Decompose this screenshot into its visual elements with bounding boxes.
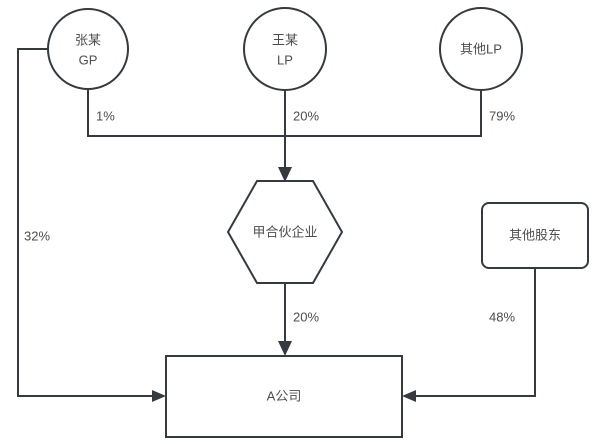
node-wang-lp-label-line2: LP [277,52,293,67]
edge-label-partnership-to-company: 20% [293,309,319,324]
node-company-a-label: A公司 [267,388,302,403]
node-zhang-gp-label-line2: GP [79,52,98,67]
edge-label-zhang-to-partnership: 1% [96,108,115,123]
node-company-a[interactable] [165,355,403,438]
edge-zhang-to-company-line [17,48,160,397]
node-partnership[interactable] [226,180,344,284]
edge-zhang-to-company-arrowhead [152,390,166,402]
edge-label-othershareholders-to-company: 48% [489,309,515,324]
node-wang-lp[interactable] [243,7,327,91]
node-zhang-gp[interactable] [47,8,129,90]
node-other-lp-label: 其他LP [460,41,502,56]
edge-label-otherlp-to-partnership: 79% [489,108,515,123]
node-zhang-gp-label-line1: 张某 [75,32,101,47]
edge-zhang-to-partnership-line [87,89,285,137]
node-other-shareholders[interactable] [481,202,589,269]
edge-partnership-to-company-arrowhead [278,341,292,356]
node-partnership-label: 甲合伙企业 [252,224,317,239]
edge-othershareholders-to-company-line [408,268,536,397]
edge-otherlp-to-partnership-line [285,89,482,137]
edge-label-wang-to-partnership: 20% [293,108,319,123]
edge-wang-to-partnership-arrowhead [278,167,292,182]
node-wang-lp-label-line1: 王某 [272,32,298,47]
node-other-lp[interactable] [439,7,523,91]
edge-label-zhang-to-company: 32% [24,228,50,243]
edge-othershareholders-to-company-arrowhead [402,390,416,402]
node-other-shareholders-label: 其他股东 [509,227,561,242]
